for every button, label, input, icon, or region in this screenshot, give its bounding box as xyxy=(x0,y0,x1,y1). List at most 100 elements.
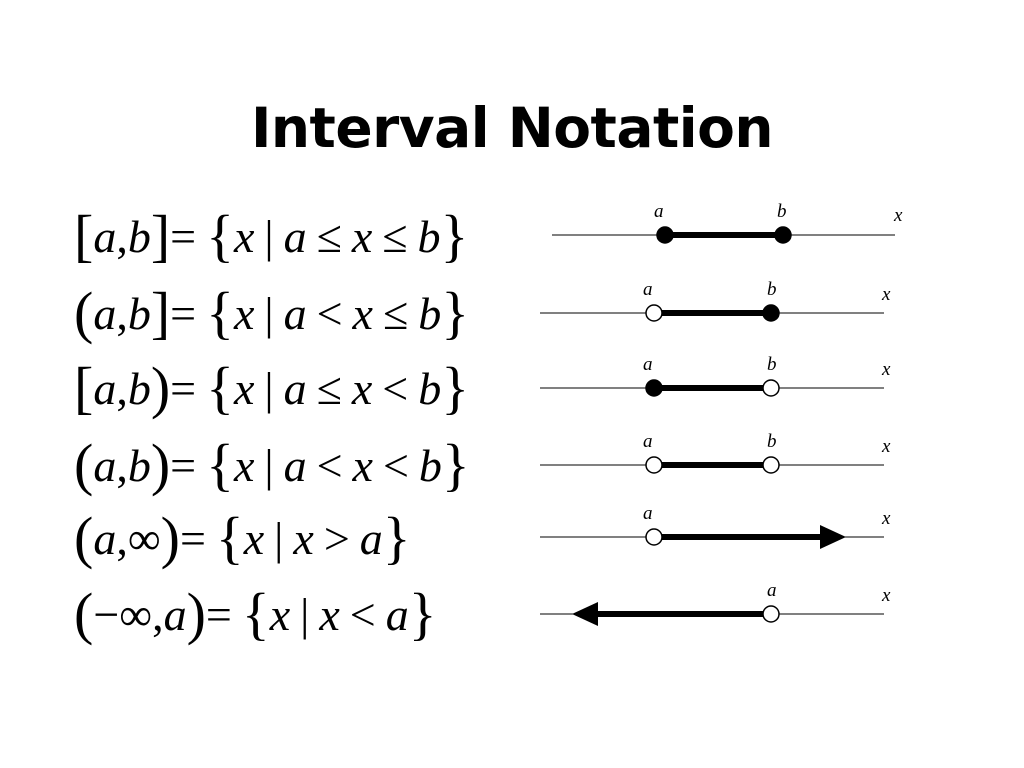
such-that-bar: | xyxy=(264,287,274,339)
condition-op-2: ≤ xyxy=(382,287,409,339)
right-bracket: ] xyxy=(150,203,171,268)
left-arrow-head xyxy=(572,602,598,626)
right-arrow-head xyxy=(820,525,846,549)
condition-op-2: < xyxy=(382,439,409,491)
right-endpoint: a xyxy=(163,588,187,640)
condition-lhs: a xyxy=(283,439,307,491)
axis-label: x xyxy=(881,436,891,457)
set-variable: x xyxy=(233,287,255,339)
such-that-bar: | xyxy=(274,512,284,564)
number-line: x a xyxy=(530,577,920,651)
interval-formula: [ a , b ) = { x | a ≤ x < b } xyxy=(74,351,469,425)
axis-label: x xyxy=(881,508,891,529)
closed-endpoint-dot xyxy=(774,226,792,244)
equals-sign: = xyxy=(170,439,197,491)
right-bracket: ) xyxy=(150,432,171,497)
equals-sign: = xyxy=(170,287,197,339)
right-endpoint-label: b xyxy=(767,279,777,300)
comma: , xyxy=(116,362,128,414)
equals-sign: = xyxy=(170,210,197,262)
open-endpoint-dot xyxy=(645,528,663,546)
condition-rhs: a xyxy=(359,512,383,564)
left-endpoint-label: a xyxy=(643,354,653,375)
left-endpoint: a xyxy=(93,439,117,491)
right-endpoint: b xyxy=(127,362,151,414)
left-bracket: [ xyxy=(74,355,94,420)
set-variable: x xyxy=(233,362,255,414)
left-brace: { xyxy=(206,280,234,345)
right-bracket: ] xyxy=(150,280,171,345)
comma: , xyxy=(116,287,128,339)
interval-formula: ( a , b ) = { x | a < x < b } xyxy=(74,428,470,502)
right-endpoint: b xyxy=(127,287,151,339)
left-brace: { xyxy=(241,581,270,646)
condition-op-2: < xyxy=(382,362,409,414)
interval-row: ( −∞ , a ) = { x | x < a } x a xyxy=(0,577,1024,651)
left-endpoint: a xyxy=(93,287,117,339)
left-endpoint: −∞ xyxy=(93,588,153,640)
right-endpoint-label: b xyxy=(777,201,787,222)
closed-endpoint-dot xyxy=(645,379,663,397)
open-endpoint-dot xyxy=(762,605,780,623)
number-line: x a b xyxy=(530,276,920,350)
left-endpoint: a xyxy=(93,210,117,262)
condition-lhs: a xyxy=(283,362,307,414)
left-bracket: ( xyxy=(74,280,94,345)
number-line: x a b xyxy=(530,351,920,425)
comma: , xyxy=(116,210,128,262)
left-endpoint-label: a xyxy=(643,279,653,300)
right-brace: } xyxy=(382,505,411,570)
left-brace: { xyxy=(206,203,234,268)
condition-op-2: ≤ xyxy=(382,210,408,262)
right-endpoint: b xyxy=(127,439,151,491)
left-endpoint-label: a xyxy=(643,503,653,524)
right-brace: } xyxy=(441,355,470,420)
interval-row: [ a , b ] = { x | a ≤ x ≤ b } x a b xyxy=(0,199,1024,273)
right-endpoint-label: b xyxy=(767,431,777,452)
condition-rhs: b xyxy=(417,210,441,262)
condition-op-1: ≤ xyxy=(316,210,342,262)
right-endpoint-label: a xyxy=(767,580,777,601)
interval-formula: ( a , ∞ ) = { x | x > a } xyxy=(74,501,411,575)
open-endpoint-dot xyxy=(645,456,663,474)
closed-endpoint-dot xyxy=(762,304,780,322)
condition-rhs: a xyxy=(385,588,409,640)
right-bracket: ) xyxy=(186,581,206,646)
equals-sign: = xyxy=(179,512,206,564)
condition-mid: x xyxy=(351,210,373,262)
interval-row: ( a , b ] = { x | a < x ≤ b } x a b xyxy=(0,276,1024,350)
left-bracket: ( xyxy=(74,581,94,646)
set-variable: x xyxy=(269,588,291,640)
equals-sign: = xyxy=(170,362,197,414)
right-brace: } xyxy=(441,432,470,497)
right-brace: } xyxy=(440,203,469,268)
such-that-bar: | xyxy=(300,588,310,640)
comma: , xyxy=(116,512,128,564)
axis-label: x xyxy=(881,585,891,606)
left-endpoint-label: a xyxy=(643,431,653,452)
set-variable: x xyxy=(233,210,255,262)
condition-mid: x xyxy=(352,287,373,339)
open-endpoint-dot xyxy=(762,456,780,474)
number-line: x a xyxy=(530,501,920,575)
number-line: x a b xyxy=(530,428,920,502)
condition-lhs: a xyxy=(283,287,307,339)
set-variable: x xyxy=(243,512,265,564)
left-brace: { xyxy=(206,355,234,420)
open-endpoint-dot xyxy=(762,379,780,397)
condition-lhs: x xyxy=(319,588,340,640)
left-brace: { xyxy=(206,432,234,497)
open-endpoint-dot xyxy=(645,304,663,322)
interval-formula: ( −∞ , a ) = { x | x < a } xyxy=(74,577,437,651)
right-endpoint: b xyxy=(127,210,151,262)
condition-rhs: b xyxy=(418,287,442,339)
axis-label: x xyxy=(881,359,891,380)
right-endpoint: ∞ xyxy=(127,512,161,564)
set-variable: x xyxy=(233,439,255,491)
left-endpoint: a xyxy=(93,512,117,564)
right-bracket: ) xyxy=(160,505,180,570)
axis-label: x xyxy=(881,284,891,305)
interval-formula: ( a , b ] = { x | a < x ≤ b } xyxy=(74,276,469,350)
such-that-bar: | xyxy=(264,210,274,262)
condition-lhs: x xyxy=(293,512,314,564)
